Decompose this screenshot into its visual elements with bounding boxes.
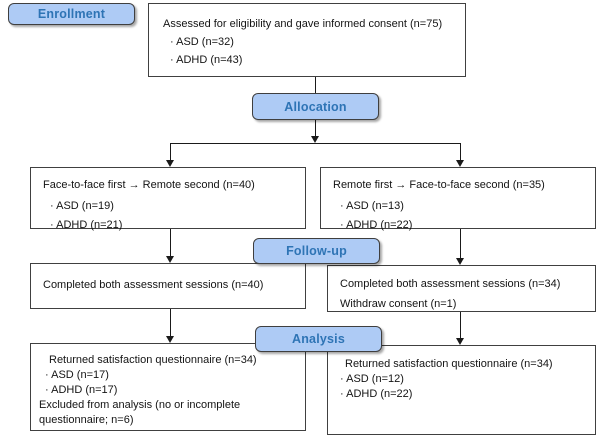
stage-badge-enrollment: Enrollment — [8, 3, 135, 25]
stage-badge-analysis: Analysis — [255, 326, 382, 352]
stage-badge-followup: Follow-up — [253, 238, 380, 264]
box-line: · ADHD (n=22) — [340, 388, 413, 400]
connector-line — [170, 143, 171, 161]
box-line: Completed both assessment sessions (n=34… — [340, 278, 561, 290]
connector-line — [170, 308, 171, 337]
stage-badge-allocation: Allocation — [252, 93, 379, 120]
box-followup-left: Completed both assessment sessions (n=40… — [30, 263, 306, 309]
connector-line — [460, 228, 461, 259]
box-line: · ASD (n=17) — [45, 369, 109, 381]
box-line: Face-to-face first → Remote second (n=40… — [43, 179, 255, 191]
box-line: Remote first → Face-to-face second (n=35… — [333, 179, 545, 191]
box-eligibility: Assessed for eligibility and gave inform… — [148, 3, 466, 77]
arrow-down-icon — [166, 160, 174, 167]
box-line: · ADHD (n=17) — [45, 384, 118, 396]
box-line: · ASD (n=13) — [340, 200, 404, 212]
box-analysis-left: Returned satisfaction questionnaire (n=3… — [30, 343, 306, 431]
box-line: Withdraw consent (n=1) — [340, 298, 457, 310]
box-allocation-right: Remote first → Face-to-face second (n=35… — [320, 167, 596, 231]
box-line: Returned satisfaction questionnaire (n=3… — [345, 358, 553, 370]
box-line: Assessed for eligibility and gave inform… — [163, 18, 443, 30]
arrow-down-icon — [166, 336, 174, 343]
arrow-down-icon — [456, 258, 464, 265]
arrow-down-icon — [456, 160, 464, 167]
box-line: Completed both assessment sessions (n=40… — [43, 279, 264, 291]
arrow-down-icon — [166, 256, 174, 263]
box-followup-right: Completed both assessment sessions (n=34… — [327, 265, 596, 312]
arrow-down-icon — [456, 338, 464, 345]
connector-line — [460, 311, 461, 339]
connector-line — [170, 143, 461, 144]
box-line: Excluded from analysis (no or incomplete… — [39, 399, 241, 426]
box-line: · ASD (n=19) — [50, 200, 114, 212]
box-line: · ADHD (n=22) — [340, 219, 413, 231]
box-line: Returned satisfaction questionnaire (n=3… — [49, 354, 257, 366]
box-line: · ASD (n=32) — [170, 36, 234, 48]
connector-line — [460, 143, 461, 161]
box-line: · ASD (n=12) — [340, 373, 404, 385]
arrow-down-icon — [311, 136, 319, 143]
box-allocation-left: Face-to-face first → Remote second (n=40… — [30, 167, 306, 231]
connector-line — [170, 228, 171, 257]
box-line: · ADHD (n=43) — [170, 54, 243, 66]
box-analysis-right: Returned satisfaction questionnaire (n=3… — [327, 345, 596, 435]
box-line: · ADHD (n=21) — [50, 219, 123, 231]
